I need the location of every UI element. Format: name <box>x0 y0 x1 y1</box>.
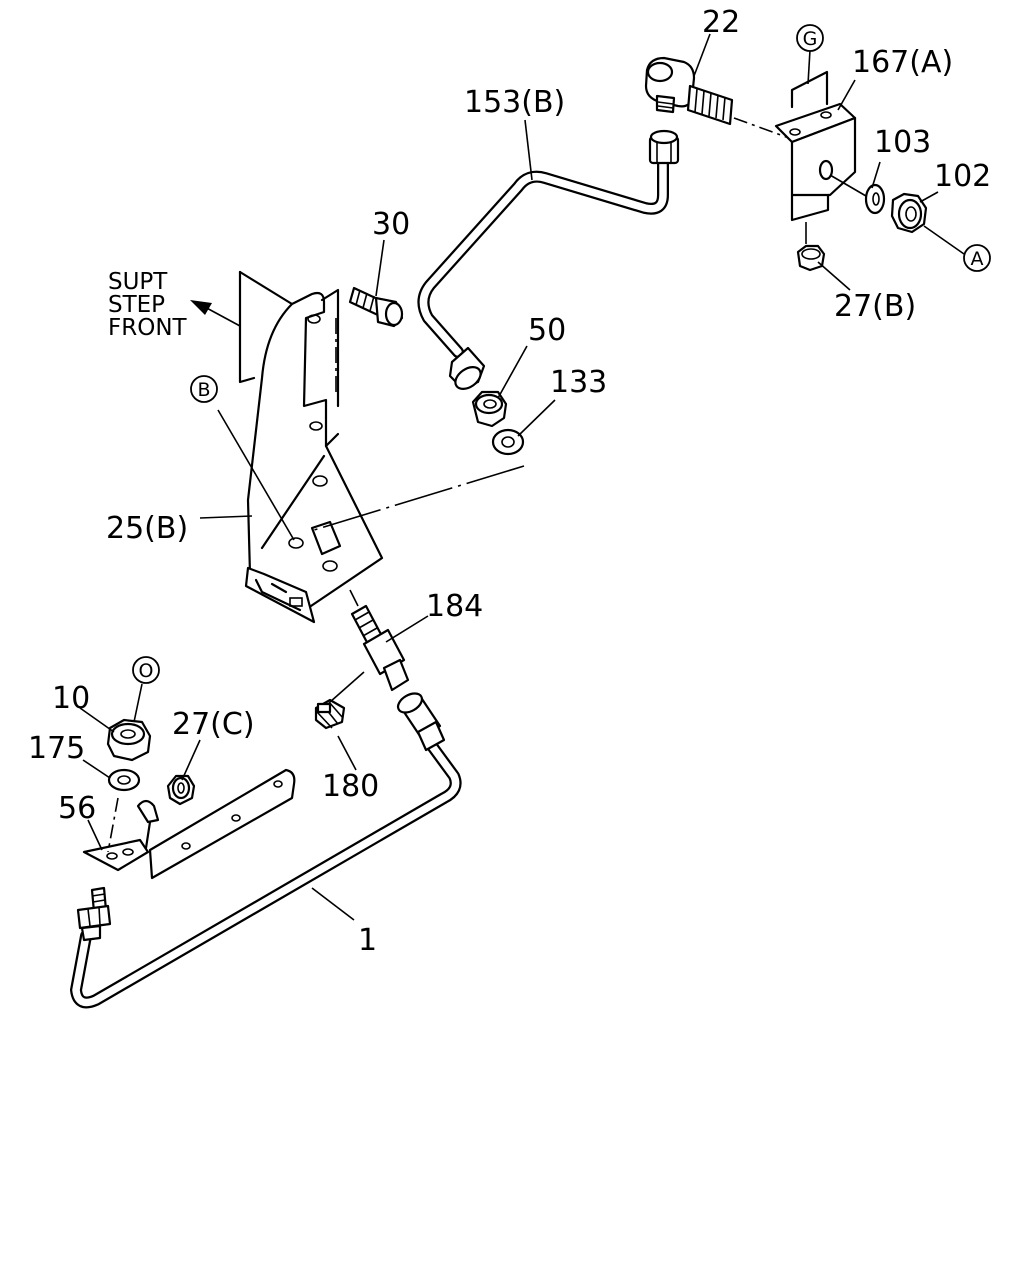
callout-56: 56 <box>58 791 96 826</box>
callout-133: 133 <box>550 365 607 400</box>
callout-labels: 22 167(A) 153(B) 103 102 27(B) 30 50 133… <box>28 5 991 958</box>
callout-184: 184 <box>426 589 483 624</box>
callout-27c: 27(C) <box>172 707 255 742</box>
union-184 <box>349 589 410 692</box>
centerline-bracket-washer <box>829 174 867 197</box>
leader-lines <box>79 33 965 921</box>
centerline-washer-133 <box>313 465 525 531</box>
ref-circle-b: B <box>190 375 218 403</box>
callout-30: 30 <box>372 207 410 242</box>
direction-note-line1: SUPT <box>108 269 168 295</box>
union-22 <box>644 56 734 126</box>
flare-nut-pipe1-top <box>396 692 446 752</box>
direction-note: SUPT STEP FRONT <box>108 269 241 341</box>
callout-25b: 25(B) <box>106 511 188 546</box>
ref-circle-g: G <box>796 24 824 52</box>
callout-180: 180 <box>322 769 379 804</box>
callout-1: 1 <box>358 923 377 958</box>
callout-175: 175 <box>28 731 85 766</box>
nut-27c <box>166 774 196 806</box>
callout-153b: 153(B) <box>464 85 565 120</box>
washer-133 <box>491 428 525 456</box>
bolt-30 <box>348 286 404 328</box>
direction-note-line3: FRONT <box>108 315 188 341</box>
washer-103 <box>864 183 886 215</box>
nut-27b <box>796 222 826 272</box>
ref-circle-b-label: B <box>197 379 210 401</box>
callout-167a: 167(A) <box>852 45 953 80</box>
ref-circle-o: O <box>132 656 160 684</box>
callout-27b: 27(B) <box>834 289 916 324</box>
bracket-56 <box>82 768 296 880</box>
callout-22: 22 <box>702 5 740 40</box>
centerline-56 <box>107 797 119 853</box>
arrow-head-icon <box>190 300 212 315</box>
pipe-1 <box>70 740 462 1009</box>
flare-nut-153b-top <box>648 129 680 165</box>
ref-circle-a-label: A <box>971 248 984 270</box>
flare-nut-pipe1-bottom <box>76 886 112 942</box>
callout-102: 102 <box>934 159 991 194</box>
nut-10 <box>106 718 152 762</box>
nut-50 <box>471 390 508 428</box>
callout-50: 50 <box>528 313 566 348</box>
flare-nut-153b-bottom <box>448 346 486 391</box>
bracket-167a <box>774 70 857 222</box>
ref-circle-o-label: O <box>139 660 154 682</box>
callout-103: 103 <box>874 125 931 160</box>
callout-10: 10 <box>52 681 90 716</box>
ref-circle-g-label: G <box>803 28 818 50</box>
ref-circle-a: A <box>963 244 991 272</box>
washer-175 <box>107 768 141 792</box>
pipe-153b <box>417 154 669 358</box>
plug-180 <box>314 698 346 730</box>
nut-102 <box>890 192 928 234</box>
bracket-25b <box>238 270 384 624</box>
direction-note-line2: STEP <box>108 292 165 318</box>
